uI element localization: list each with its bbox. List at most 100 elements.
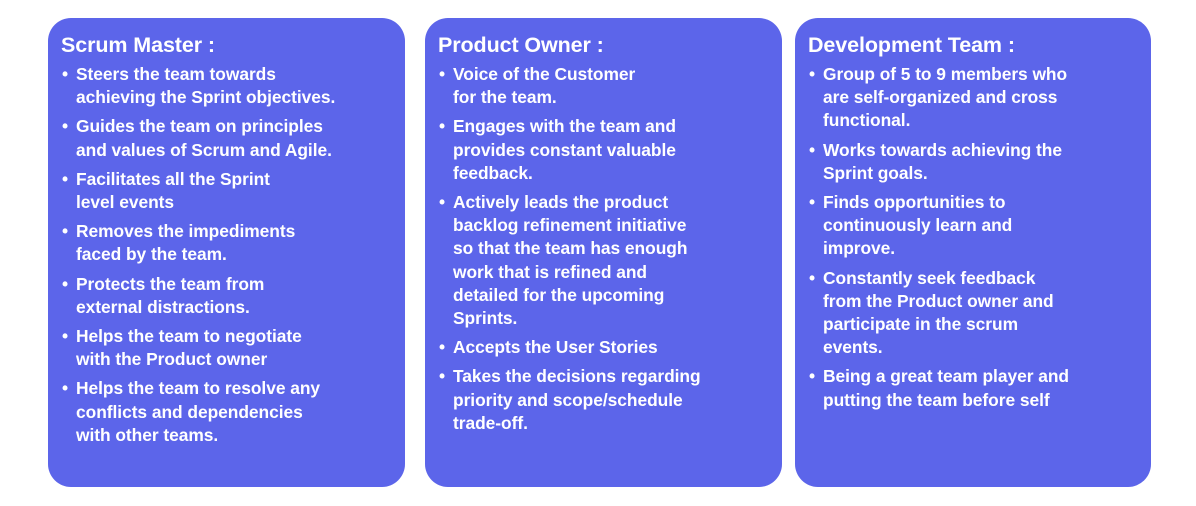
role-card-development-team: Development Team : • Group of 5 to 9 memb… [795, 18, 1151, 487]
list-item-text: Accepts the User Stories [453, 336, 766, 359]
text-line: faced by the team. [76, 244, 227, 265]
text-line: backlog refinement initiative [453, 215, 687, 236]
bullet-dot-icon: • [439, 366, 446, 387]
bullet-dot-icon: • [62, 378, 69, 399]
role-card-scrum-master: Scrum Master : • Steers the team towards a… [48, 18, 405, 487]
text-line: improve. [823, 238, 896, 259]
bullet-dot-icon: • [439, 337, 446, 358]
text-line: are self-organized and cross [823, 87, 1058, 108]
text-line: Helps the team to negotiate [76, 326, 302, 347]
text-line: events. [823, 337, 883, 358]
bullet-dot-icon: • [809, 64, 816, 84]
text-line: feedback. [453, 162, 533, 183]
list-item-text: Steers the team towards achieving the Spr… [76, 63, 389, 109]
text-line: work that is refined and [453, 261, 647, 282]
text-line: for the team. [453, 87, 557, 108]
text-line: trade-off. [453, 412, 528, 433]
list-item-text: Facilitates all the Sprint level events [76, 168, 389, 214]
card-title-product-owner: Product Owner : [438, 33, 604, 57]
text-line: Engages with the team and [453, 116, 676, 137]
text-line: with the Product owner [76, 349, 268, 370]
text-line: Accepts the User Stories [453, 337, 658, 358]
text-line: level events [76, 192, 175, 213]
text-line: Facilitates all the Sprint [76, 168, 270, 189]
list-item: • Group of 5 to 9 members who are self-org… [808, 63, 1135, 133]
bullet-dot-icon: • [62, 64, 69, 84]
text-line: conflicts and dependencies [76, 401, 303, 422]
bullet-dot-icon: • [439, 116, 446, 137]
bullet-dot-icon: • [809, 366, 816, 387]
list-item-text: Group of 5 to 9 members who are self-orga… [823, 63, 1135, 133]
bullet-dot-icon: • [439, 192, 446, 213]
text-line: Sprints. [453, 308, 518, 329]
text-line: achieving the Sprint objectives. [76, 87, 336, 108]
responsibility-list-product-owner: • Voice of the Customer for the team. • Enga… [438, 63, 766, 435]
bullet-dot-icon: • [62, 168, 69, 189]
text-line: priority and scope/schedule [453, 389, 683, 410]
role-card-product-owner: Product Owner : • Voice of the Customer fo… [425, 18, 782, 487]
text-line: participate in the scrum [823, 314, 1018, 335]
text-line: Takes the decisions regarding [453, 366, 701, 387]
text-line: Voice of the Customer [453, 64, 636, 84]
list-item: • Facilitates all the Sprint level events [61, 168, 389, 214]
bullet-dot-icon: • [809, 267, 816, 288]
responsibility-list-development-team: • Group of 5 to 9 members who are self-org… [808, 63, 1135, 412]
list-item-text: Voice of the Customer for the team. [453, 63, 766, 109]
text-line: Removes the impediments [76, 221, 296, 242]
text-line: Being a great team player and [823, 366, 1069, 387]
list-item: • Steers the team towards achieving the Sp… [61, 63, 389, 109]
text-line: Sprint goals. [823, 162, 928, 183]
bullet-dot-icon: • [62, 221, 69, 242]
text-line: Group of 5 to 9 members who [823, 64, 1068, 84]
text-line: putting the team before self [823, 389, 1050, 410]
list-item: • Accepts the User Stories [438, 336, 766, 359]
text-line: continuously learn and [823, 215, 1013, 236]
text-line: functional. [823, 110, 911, 131]
text-line: and values of Scrum and Agile. [76, 139, 332, 160]
bullet-dot-icon: • [62, 326, 69, 347]
card-title-scrum-master: Scrum Master : [61, 33, 215, 57]
bullet-dot-icon: • [809, 139, 816, 160]
responsibility-list-scrum-master: • Steers the team towards achieving the Sp… [61, 63, 389, 447]
text-line: Helps the team to resolve any [76, 378, 321, 399]
list-item: • Voice of the Customer for the team. [438, 63, 766, 109]
text-line: Steers the team towards [76, 64, 276, 84]
text-line: Protects the team from [76, 273, 265, 294]
text-line: with other teams. [76, 424, 219, 445]
text-line: Finds opportunities to [823, 192, 1006, 213]
text-line: external distractions. [76, 296, 250, 317]
text-line: Guides the team on principles [76, 116, 323, 137]
text-line: Constantly seek feedback [823, 267, 1036, 288]
bullet-dot-icon: • [62, 273, 69, 294]
bullet-dot-icon: • [439, 64, 446, 84]
text-line: detailed for the upcoming [453, 284, 665, 305]
text-line: Works towards achieving the [823, 139, 1062, 160]
card-title-development-team: Development Team : [808, 33, 1015, 57]
text-line: from the Product owner and [823, 290, 1054, 311]
text-line: Actively leads the product [453, 192, 669, 213]
